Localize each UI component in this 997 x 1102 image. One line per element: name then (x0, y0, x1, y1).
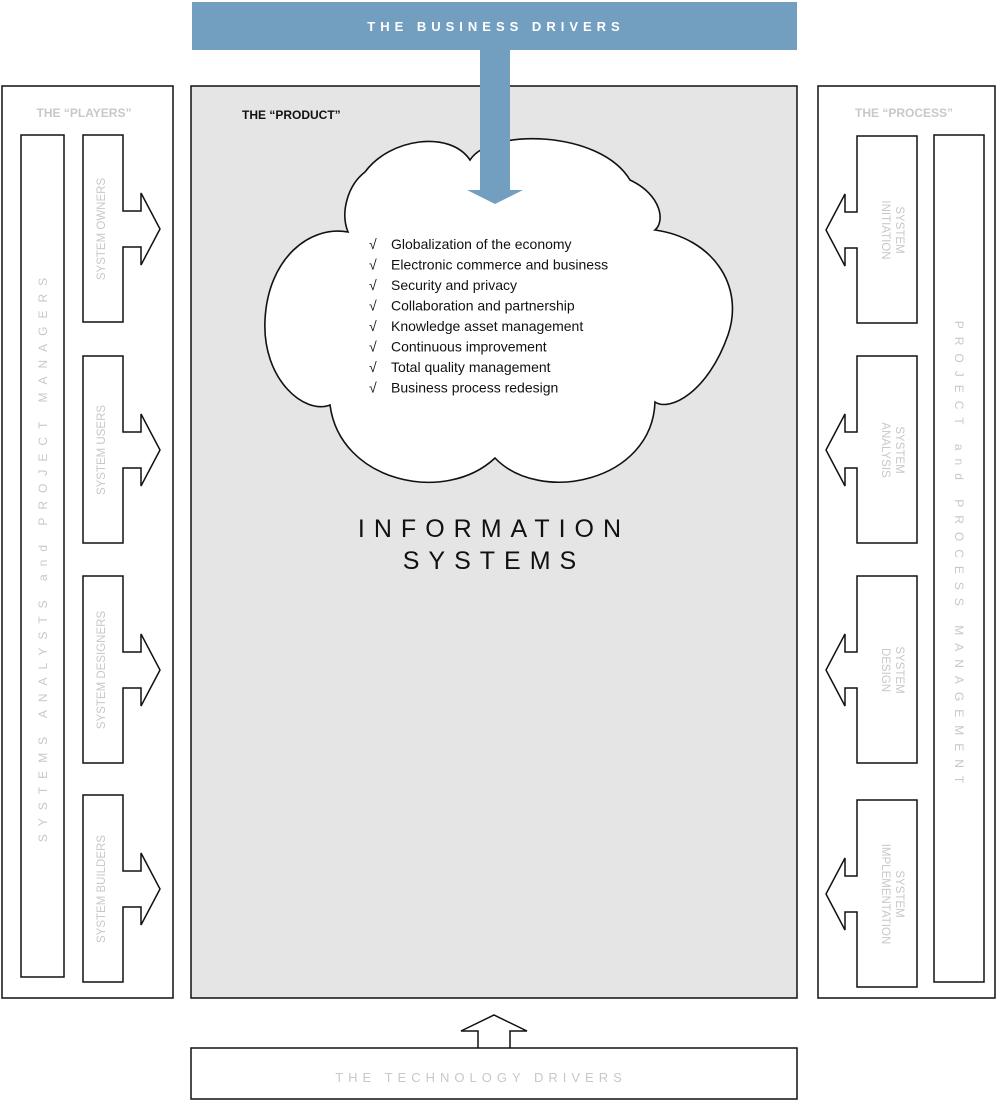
check-mark: √ (369, 257, 377, 273)
business-driver-item: Total quality management (391, 359, 551, 375)
player-role-arrow-box (82, 355, 161, 544)
process-phase-arrow-box (825, 575, 918, 764)
drivers-cloud (264, 138, 734, 483)
process-phase-line1: SYSTEM (893, 646, 905, 693)
check-mark: √ (369, 339, 377, 355)
technology-drivers-arrow (460, 1014, 528, 1050)
business-drivers-banner (192, 2, 797, 50)
player-role: SYSTEM USERS (82, 355, 161, 544)
process-phase-line1: SYSTEM (893, 206, 905, 253)
player-role-label: SYSTEM DESIGNERS (96, 611, 108, 730)
process-phase-line1: SYSTEM (893, 426, 905, 473)
business-driver-item: Security and privacy (391, 277, 517, 293)
player-role-arrow-box (82, 575, 161, 764)
process-phase-line1: SYSTEM (893, 870, 905, 917)
check-mark: √ (369, 277, 377, 293)
process-phase-line2: IMPLEMENTATION (879, 844, 891, 945)
product-heading: THE “PRODUCT” (242, 108, 341, 122)
business-driver-item: Globalization of the economy (391, 236, 572, 252)
process-phase-line2: ANALYSIS (879, 422, 891, 478)
check-mark: √ (369, 236, 377, 252)
business-driver-item: Continuous improvement (391, 339, 547, 355)
process-sidebar-label: PROJECT and PROCESS MANAGEMENT (952, 321, 966, 792)
technology-drivers-label: THE TECHNOLOGY DRIVERS (335, 1070, 627, 1085)
business-driver-item: Business process redesign (391, 380, 558, 396)
product-title-line1: INFORMATION (358, 515, 630, 543)
player-role: SYSTEM BUILDERS (82, 794, 161, 983)
player-role-arrow-box (82, 134, 161, 323)
business-driver-item: Knowledge asset management (391, 318, 583, 334)
process-heading: THE “PROCESS” (855, 106, 953, 120)
product-title-line2: SYSTEMS (403, 547, 585, 575)
process-phase-line2: INITIATION (879, 200, 891, 259)
players-sidebar-label: SYSTEMS ANALYSTS and PROJECT MANAGERS (36, 270, 50, 842)
process-sidebar (933, 134, 985, 983)
business-drivers-label: THE BUSINESS DRIVERS (367, 19, 624, 34)
business-drivers-list: √ Globalization of the economy √ Electronic… (369, 236, 608, 396)
check-mark: √ (369, 359, 377, 375)
player-role-label: SYSTEM USERS (96, 405, 108, 495)
player-role-label: SYSTEM OWNERS (96, 178, 108, 281)
player-role: SYSTEM DESIGNERS (82, 575, 161, 764)
check-mark: √ (369, 380, 377, 396)
players-sidebar (20, 134, 65, 978)
process-phase-arrow-box (825, 799, 918, 988)
player-role-label: SYSTEM BUILDERS (96, 835, 108, 943)
check-mark: √ (369, 298, 377, 314)
check-mark: √ (369, 318, 377, 334)
process-phase-arrow-box (825, 355, 918, 544)
player-role: SYSTEM OWNERS (82, 134, 161, 323)
technology-drivers-box (190, 1047, 798, 1100)
process-phase-line2: DESIGN (879, 648, 891, 692)
player-role-arrow-box (82, 794, 161, 983)
process-phase-arrow-box (825, 135, 918, 324)
players-heading: THE “PLAYERS” (37, 106, 132, 120)
business-drivers-arrow (467, 48, 523, 204)
business-driver-item: Collaboration and partnership (391, 298, 575, 314)
business-driver-item: Electronic commerce and business (391, 257, 608, 273)
